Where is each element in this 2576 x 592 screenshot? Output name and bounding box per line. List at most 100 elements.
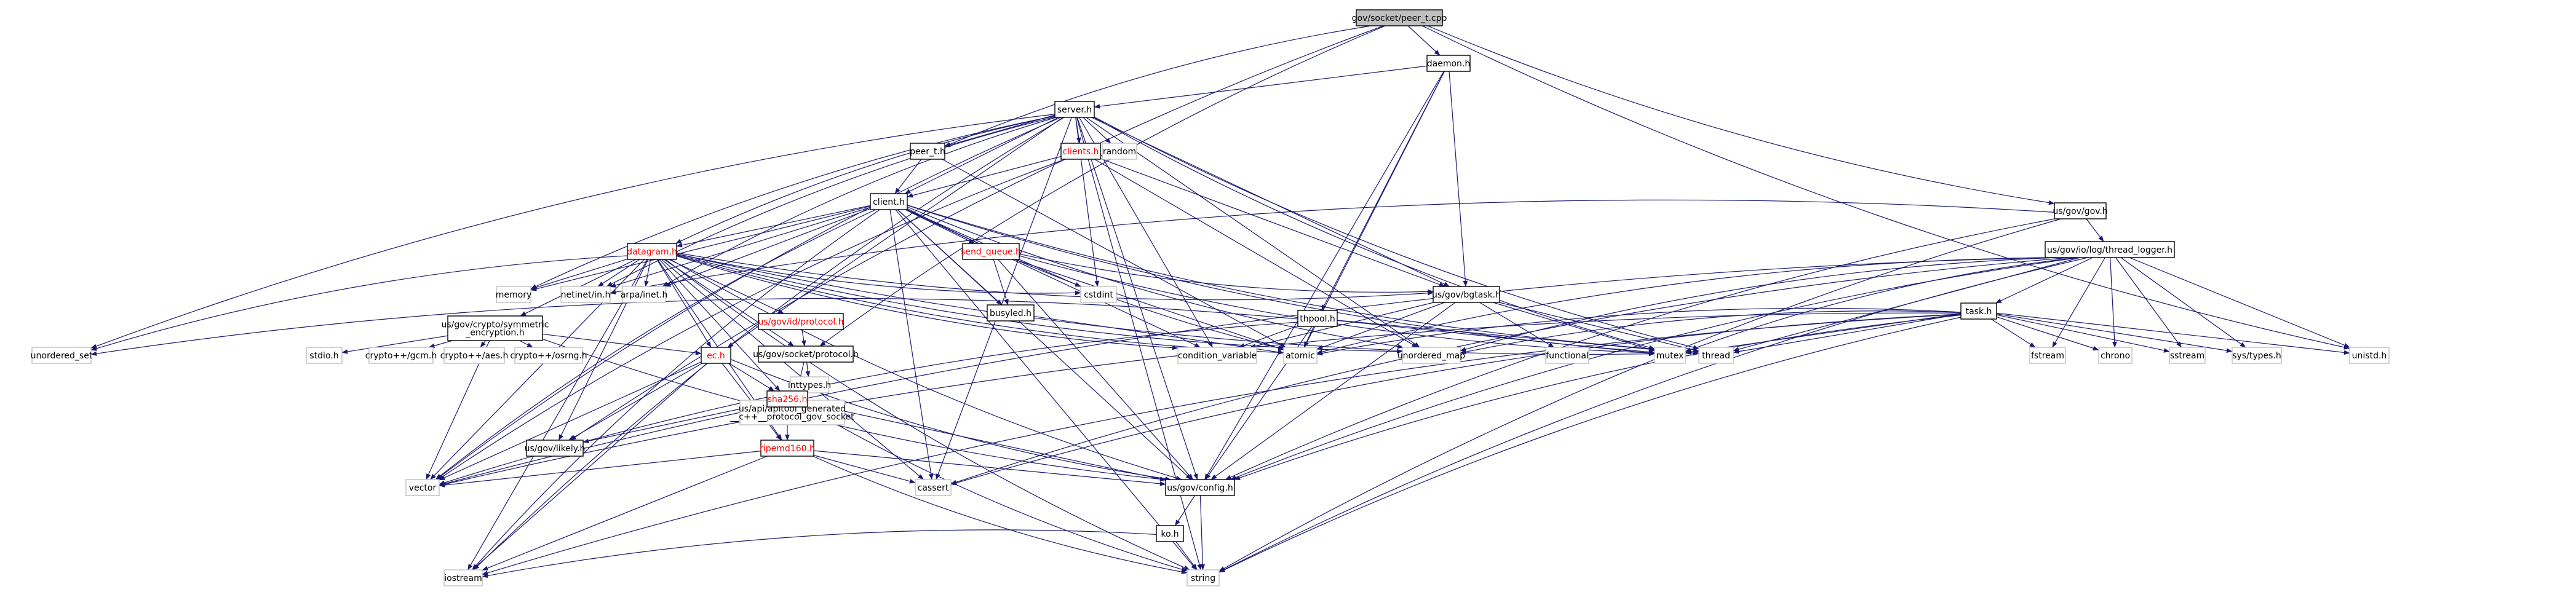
node-peer-t-h[interactable]: peer_t.h [910,143,945,160]
node-box [962,243,1020,260]
edge-datagram_h-to-cstdint [676,253,1081,296]
edge-client_h-to-vector [435,209,877,480]
edge-datagram_h-to-condition_variable [676,255,1179,350]
node-client-h[interactable]: client.h [870,193,908,210]
edge-send_queue_h-to-atomic [1014,259,1284,350]
node-busyled-h[interactable]: busyled.h [987,304,1035,322]
edge-ec_h-to-likely_h [568,363,702,441]
node-unistd-h: unistd.h [2349,347,2390,364]
node-ripemd160-h[interactable]: ripemd160.h [760,440,815,457]
node-send-queue-h[interactable]: send_queue.h [961,243,1021,260]
node-box [1654,347,1686,364]
edge-server_h-to-cstdint [1075,117,1099,287]
node-id-protocol-h[interactable]: us/gov/id/protocol.h [758,313,844,330]
node-box [1054,101,1095,118]
node-sys-types: sys/types.h [2232,347,2282,364]
node-label: client.h [873,197,905,207]
node-label: __c++__protocol_gov_socket [729,412,854,422]
edge-task_h-to-config_h [1234,314,1962,480]
edge-client_h-to-netinet_in [610,207,871,288]
edge-us_gov_gov_h-to-thread_logger_h [2086,218,2104,242]
node-sym-enc-h[interactable]: us/gov/crypto/symmetric_encryption.h [441,315,549,341]
node-box [2045,241,2175,258]
edge-task_h-to-vector [439,312,1962,487]
edge-datagram_h-to-cassert [661,259,924,480]
node-stdio-h: stdio.h [306,347,343,364]
edge-peer_t_cpp-to-socket_protocol_h [819,25,1386,347]
edge-bgtask_h-to-thread [1499,302,1699,352]
node-ko-h[interactable]: ko.h [1156,525,1184,542]
edge-datagram_h-to-likely_h [558,259,649,441]
edge-thpool_h-to-config_h [1205,326,1313,480]
node-label: arpa/inet.h [621,290,668,300]
edge-ko_h-to-iostream [482,529,1157,578]
edge-peer_t_h-to-atomic [942,159,1286,348]
edge-ripemd160_h-to-vector [439,451,761,487]
node-label: us/gov/io/log/thread_logger.h [2047,245,2173,255]
node-unordered-set: unordered_set [31,347,93,364]
node-thpool-h[interactable]: thpool.h [1297,310,1338,327]
node-box [1545,347,1589,364]
node-sha256-h[interactable]: sha256.h [766,390,808,408]
edge-server_h-to-datagram_h [675,116,1055,244]
edge-task_h-to-chrono [1996,316,2099,351]
edge-daemon_h-to-config_h [1204,71,1444,480]
node-functional: functional [1545,347,1589,364]
edge-task_h-to-iostream [482,314,1962,575]
edge-bgtask_h-to-mutex [1493,302,1655,352]
node-ec-h[interactable]: ec.h [701,347,731,364]
node-box [1960,302,1997,320]
edge-thread_logger_h-to-config_h [1230,257,2080,480]
node-peer-t-cpp[interactable]: gov/socket/peer_t.cpp [1352,9,1447,26]
node-box [758,345,854,363]
edge-datagram_h-to-arpa_inet [644,259,651,287]
edge-task_h-to-sstream [1996,314,2170,353]
node-label: us/gov/socket/protocol.h [753,350,859,360]
node-label: stdio.h [309,351,338,361]
node-clients-h[interactable]: clients.h [1060,143,1101,160]
edge-daemon_h-to-bgtask_h [1449,71,1468,287]
node-socket-protocol-h[interactable]: us/gov/socket/protocol.h [753,345,859,363]
node-us-gov-gov-h[interactable]: us/gov/gov.h [2053,202,2108,219]
edge-server_h-to-string [1076,117,1202,570]
node-box [1283,347,1318,364]
edge-peer_t_cpp-to-likely_h [570,25,1384,441]
node-box [2029,347,2066,364]
node-box [790,376,829,393]
edge-client_h-to-arpa_inet [664,208,871,287]
node-datagram-h[interactable]: datagram.h [627,243,677,260]
edge-clients_h-to-vector [438,159,1065,480]
edge-socket_protocol_h-to-inttypes [805,361,811,377]
node-box [496,286,531,303]
node-box [870,193,908,210]
edge-datagram_h-to-unordered_set [90,255,628,351]
edge-datagram_h-to-sha256_h [659,259,781,392]
edge-bgtask_h-to-atomic [1316,302,1445,350]
edge-sha256_h-to-config_h [807,403,1166,481]
node-box [1080,286,1117,303]
node-bgtask-h[interactable]: us/gov/bgtask.h [1432,286,1501,303]
node-daemon-h[interactable]: daemon.h [1426,55,1471,72]
node-label: netinet/in.h [561,290,611,300]
edge-sym_enc_h-to-cryptopp_gcm [428,340,453,349]
node-config-h[interactable]: us/gov/config.h [1165,479,1235,496]
node-arpa-inet: arpa/inet.h [621,286,668,303]
node-label: inttypes.h [788,381,831,390]
edge-task_h-to-sys_types [1996,314,2233,353]
node-label: task.h [1966,307,1992,317]
edge-client_h-to-condition_variable [905,209,1201,348]
node-label: unordered_map [1397,351,1465,361]
node-box [766,390,808,408]
edge-thpool_h-to-thread [1337,320,1699,356]
node-cassert: cassert [915,479,952,496]
edge-sym_enc_h-to-config_h [542,338,1166,482]
node-thread-logger-h[interactable]: us/gov/io/log/thread_logger.h [2045,241,2175,258]
node-box [443,347,505,364]
node-label: random [1103,147,1136,157]
node-server-h[interactable]: server.h [1054,101,1095,118]
node-likely-h[interactable]: us/gov/likely.h [525,440,586,457]
edge-peer_t_cpp-to-daemon_h [1407,25,1441,56]
node-task-h[interactable]: task.h [1960,302,1997,320]
edge-thpool_h-to-mutex [1337,320,1655,356]
